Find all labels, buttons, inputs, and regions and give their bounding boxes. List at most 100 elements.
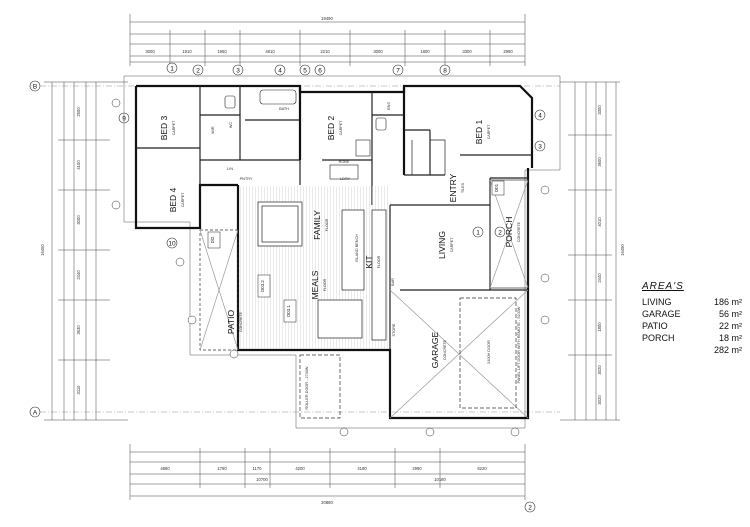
dim-text: 1800 — [597, 322, 602, 332]
dim-text: 1800 — [420, 49, 430, 54]
room-kit-floor: FLOOR — [377, 255, 381, 268]
garage-outline — [299, 289, 529, 419]
dim-text: 1790 — [217, 466, 227, 471]
dim-text: 4810 — [265, 49, 275, 54]
room-garage-floor: CONCRETE — [443, 339, 447, 360]
area-total: 282 m² — [713, 345, 742, 355]
roof-outline — [123, 75, 561, 429]
areas-schedule: AREA'S LIVING 186 m² GARAGE 56 m² PATIO … — [642, 281, 742, 356]
dim-text: 3020 — [597, 395, 602, 405]
area-row-patio: PATIO 22 m² — [642, 320, 742, 332]
room-living-floor: CARPET — [450, 237, 454, 252]
dim-text: 3000 — [373, 49, 383, 54]
dim-text: 2990 — [503, 49, 513, 54]
bed1-joinery — [411, 139, 446, 175]
left-dimension-lines — [44, 81, 128, 421]
dim-text: 1910 — [182, 49, 192, 54]
grid-label: 1 — [170, 66, 174, 73]
interior-grid-markers — [472, 226, 506, 238]
tag-bath: BATH — [279, 107, 289, 111]
room-family: FAMILY — [312, 210, 322, 240]
top-dimension-texts: 3000 1910 1950 4810 2210 3000 1800 3300 … — [145, 49, 513, 54]
tag-wc: WC — [229, 122, 233, 129]
dim-text: 2210 — [320, 49, 330, 54]
dim-text: 10180 — [434, 477, 446, 482]
grid-label-4: 4 — [538, 113, 542, 120]
area-row-porch: PORCH 18 m² — [642, 332, 742, 344]
room-labels: BED 3 CARPET BED 2 CARPET BED 1 CARPET B… — [159, 115, 521, 368]
room-entry: ENTRY — [448, 173, 458, 202]
room-meals: MEALS — [310, 270, 320, 299]
left-total-dimension: 16460 — [40, 244, 45, 256]
area-label: GARAGE — [642, 309, 681, 319]
area-row-garage: GARAGE 56 m² — [642, 308, 742, 320]
dim-text: 3300 — [597, 105, 602, 115]
right-total-dimension: 16490 — [620, 244, 625, 256]
door-tags: D01 DI2 D03.2 D03.1 2400H DOOR PANEL LIF… — [207, 180, 521, 410]
grid-label-inside-1: 1 — [476, 230, 480, 237]
tag-island: ISLAND BENCH — [355, 234, 359, 262]
door-d01: D01 — [494, 183, 499, 192]
grid-label-3: 3 — [538, 144, 542, 151]
top-grid-markers — [166, 62, 451, 76]
room-bed1: BED 1 — [474, 119, 484, 144]
area-value: 18 m² — [718, 333, 742, 343]
tag-ldry: LDRY — [340, 177, 351, 181]
grid-label: 3 — [236, 68, 240, 75]
room-bed1-floor: CARPET — [487, 124, 491, 139]
dim-text: 4200 — [295, 466, 305, 471]
right-grid-markers — [534, 109, 546, 152]
dim-text: 4190 — [357, 466, 367, 471]
room-porch-floor: CONCRETE — [517, 221, 521, 242]
kitchen-joinery — [317, 209, 387, 341]
dim-text: 3110 — [76, 385, 81, 395]
room-entry-floor: TILES — [461, 182, 465, 193]
tag-linen: LIN — [227, 167, 233, 171]
tag-ens: ENS — [387, 102, 391, 110]
family-sofa — [257, 201, 303, 247]
dim-text: 3630 — [76, 325, 81, 335]
tag-robe: ROBE — [339, 160, 350, 164]
garage-panel-door: PANEL LIFT DOOR WITH REMOTE - 5100W — [517, 306, 521, 383]
top-dimension-lines — [129, 14, 526, 66]
tag-store: STORE — [392, 323, 396, 336]
dim-text: 2440 — [76, 270, 81, 280]
grid-label: 8 — [443, 68, 447, 75]
room-bed4-floor: CARPET — [181, 192, 185, 207]
room-bed3: BED 3 — [159, 115, 169, 140]
dim-text: 6220 — [477, 466, 487, 471]
garage-door-height: 2400H DOOR — [487, 340, 491, 364]
dim-text: 3600 — [597, 157, 602, 167]
grid-label: 5 — [303, 68, 307, 75]
door-di2: DI2 — [210, 236, 215, 243]
areas-title: AREA'S — [642, 281, 684, 292]
dim-text: 4880 — [160, 466, 170, 471]
dim-text: 1950 — [217, 49, 227, 54]
tag-bar: BAR — [391, 278, 395, 286]
grid-label-b: B — [33, 84, 37, 91]
area-label: PORCH — [642, 333, 675, 343]
room-patio-floor: CONCRETE — [239, 311, 243, 332]
room-garage: GARAGE — [430, 331, 440, 368]
bottom-total-dimension: 20880 — [321, 500, 333, 505]
dim-text: 4010 — [597, 217, 602, 227]
area-label: PATIO — [642, 321, 668, 331]
grid-label: 2 — [196, 68, 200, 75]
right-dimension-texts: 3300 3600 4010 2440 1800 3020 3020 — [597, 105, 602, 405]
room-porch: PORCH — [504, 217, 514, 248]
top-total-dimension: 19490 — [321, 16, 333, 21]
room-patio: PATIO — [226, 309, 236, 334]
dim-text: 3000 — [145, 49, 155, 54]
room-bed2-floor: CARPET — [339, 120, 343, 135]
small-room-tags: WIR ROBE PNTRY LIN WC BATH ENS BAR STORE… — [211, 102, 396, 337]
area-label: LIVING — [642, 297, 672, 307]
top-grid-labels: 1 2 3 4 5 6 7 8 — [170, 66, 447, 75]
area-value: 22 m² — [718, 321, 742, 331]
roller-door: ROLLER DOOR - 2700W — [305, 366, 309, 409]
grid-label: 6 — [318, 68, 322, 75]
room-meals-floor: FLOOR — [323, 278, 327, 291]
dim-text: 3020 — [597, 365, 602, 375]
right-dimension-lines — [560, 81, 620, 421]
dim-text: 2440 — [597, 273, 602, 283]
